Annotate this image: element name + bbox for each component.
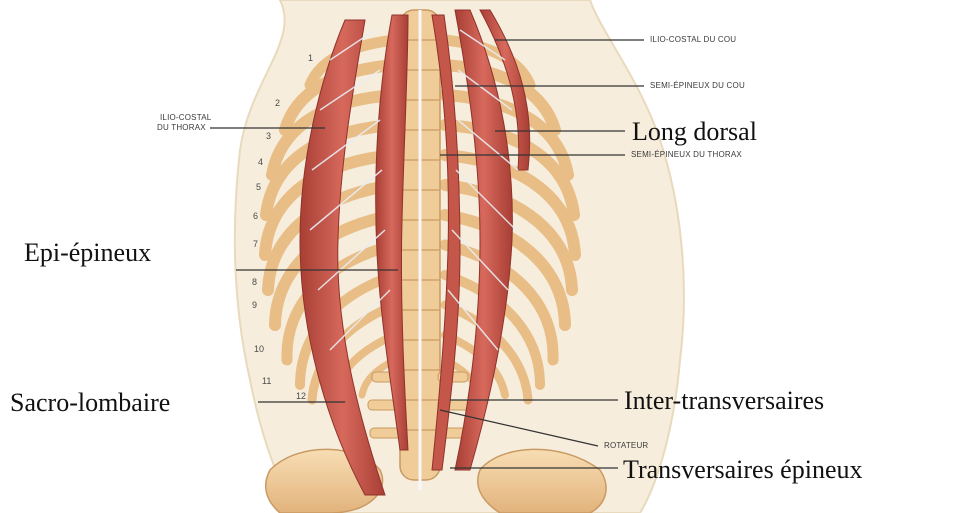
label-long-dorsal: Long dorsal [632, 117, 757, 147]
rib-number-12: 12 [296, 391, 306, 401]
rib-number-10: 10 [254, 344, 264, 354]
label-ilio-costal-thorax-2: DU THORAX [157, 123, 206, 133]
rib-number-2: 2 [275, 98, 280, 108]
rib-number-4: 4 [258, 157, 263, 167]
label-semi-epineux-thorax: SEMI-ÉPINEUX DU THORAX [631, 150, 742, 160]
label-transversaires-epineux: Transversaires épineux [623, 455, 862, 485]
label-semi-epineux-cou: SEMI-ÉPINEUX DU COU [650, 81, 745, 91]
rib-number-6: 6 [253, 211, 258, 221]
label-ilio-costal-thorax-1: ILIO-COSTAL [160, 113, 211, 123]
rib-number-8: 8 [252, 277, 257, 287]
label-inter-transversaires: Inter-transversaires [624, 386, 824, 416]
label-rotateur: ROTATEUR [604, 441, 648, 451]
label-epi-epineux: Epi-épineux [24, 238, 151, 268]
rib-number-1: 1 [308, 53, 313, 63]
rib-number-11: 11 [262, 376, 271, 386]
rib-number-5: 5 [256, 182, 261, 192]
rib-number-7: 7 [253, 239, 258, 249]
rib-number-3: 3 [266, 131, 271, 141]
label-ilio-costal-cou: ILIO-COSTAL DU COU [650, 35, 736, 45]
rib-number-9: 9 [252, 300, 257, 310]
label-sacro-lombaire: Sacro-lombaire [10, 388, 170, 418]
